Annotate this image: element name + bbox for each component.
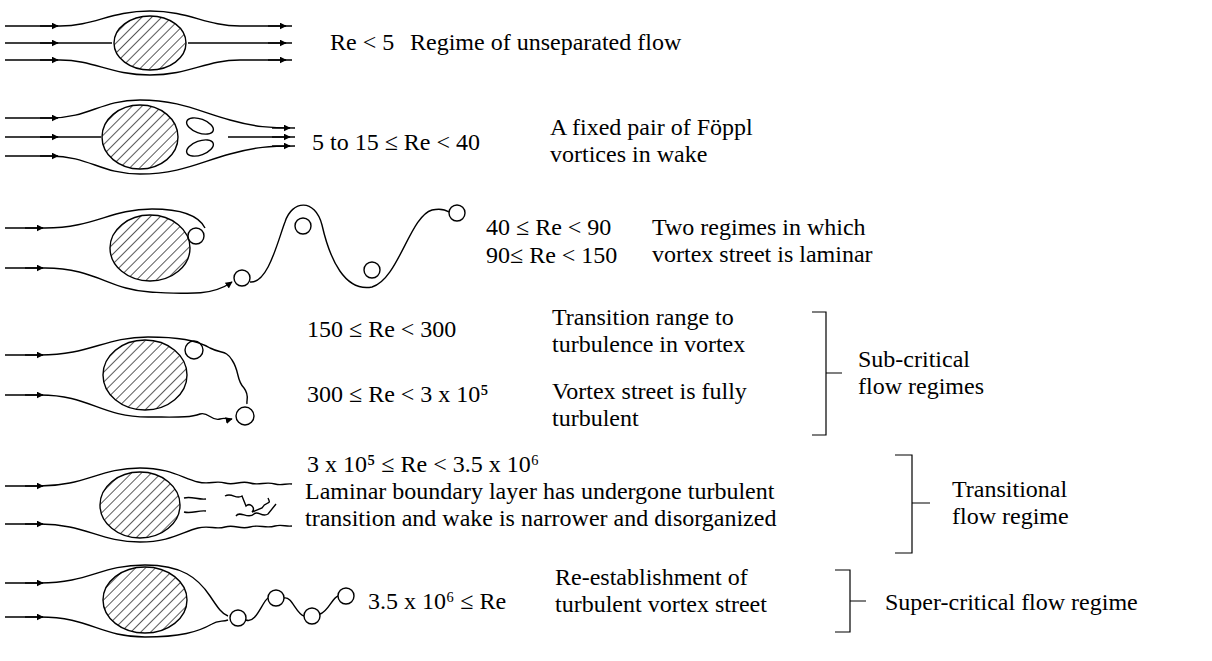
row-foppl [5, 100, 295, 174]
streamline [5, 42, 112, 43]
regime-description: Regime of unseparated flow [410, 29, 681, 56]
reynolds-range: 3 x 10⁵ ≤ Re < 3.5 x 10⁶ [307, 451, 539, 478]
reynolds-range: Re < 5 [330, 29, 394, 56]
vortex [230, 610, 246, 626]
flow-arrow [272, 127, 290, 128]
row-unseparated [5, 11, 292, 75]
flow-arrow [40, 155, 58, 156]
row-supercritical [5, 565, 354, 637]
foppl-vortex [184, 115, 215, 138]
regime-description: Laminar boundary layer has undergone tur… [305, 478, 825, 532]
vortex-street [246, 596, 338, 620]
regime-class: Sub-critical flow regimes [858, 346, 998, 400]
vortex [268, 590, 284, 606]
flow-arrow [268, 25, 286, 26]
flow-arrow [25, 227, 43, 228]
regime-class: Super-critical flow regime [885, 589, 1138, 616]
flow-arrow [40, 117, 58, 118]
regime-description: Transition range to turbulence in vortex [552, 304, 767, 358]
cylinder [103, 567, 187, 633]
cylinder [110, 215, 190, 281]
turbulent-wake [236, 504, 276, 516]
vortex [304, 608, 320, 624]
cylinder [114, 16, 186, 70]
reynolds-range: 300 ≤ Re < 3 x 10⁵ [307, 381, 489, 408]
regime-class: Transitional flow regime [952, 476, 1092, 530]
vortex [449, 205, 465, 221]
streamline [188, 42, 292, 43]
cylinder [103, 340, 187, 410]
vortex [236, 407, 254, 425]
row-laminar-street [5, 205, 465, 293]
flow-arrow [40, 25, 58, 26]
flow-arrow [268, 42, 286, 43]
turbulent-wake [225, 495, 269, 512]
reynolds-range: 90≤ Re < 150 [486, 242, 617, 269]
streamline [5, 136, 101, 137]
streamline [228, 136, 295, 137]
flow-arrow [40, 59, 58, 60]
vortex [338, 588, 354, 604]
reynolds-range: 40 ≤ Re < 90 [486, 214, 611, 241]
vortex-street [250, 205, 449, 287]
flow-arrow [25, 394, 43, 395]
bracket [895, 455, 930, 553]
cylinder [100, 472, 180, 538]
flow-arrow [25, 582, 43, 583]
vortex [234, 270, 250, 286]
vortex [295, 218, 311, 234]
flow-arrow [25, 267, 43, 268]
flow-arrow [272, 136, 290, 137]
streamlines [5, 11, 930, 637]
flow-arrow [40, 136, 58, 137]
flow-arrow [25, 523, 43, 524]
regime-description: Re-establishment of turbulent vortex str… [555, 564, 780, 618]
vortex [185, 341, 203, 359]
turbulent-wake [184, 511, 206, 513]
cylinder [102, 105, 178, 169]
regime-description: A fixed pair of Föppl vortices in wake [550, 114, 795, 168]
streamline [5, 268, 232, 293]
flow-arrow [268, 59, 286, 60]
flow-arrow [25, 616, 43, 617]
row-subcritical [5, 337, 254, 425]
reynolds-range: 3.5 x 10⁶ ≤ Re [368, 588, 506, 615]
flow-arrow [25, 485, 43, 486]
reynolds-range: 5 to 15 ≤ Re < 40 [312, 129, 480, 156]
flow-arrow [272, 145, 290, 146]
vortex [188, 228, 204, 244]
bracket [812, 312, 842, 435]
reynolds-range: 150 ≤ Re < 300 [307, 316, 456, 343]
flow-arrow [25, 354, 43, 355]
vortex [364, 262, 380, 278]
row-transitional [5, 468, 292, 542]
bracket [835, 570, 866, 632]
turbulent-wake [184, 497, 206, 499]
regime-description: Two regimes in which vortex street is la… [652, 214, 902, 268]
foppl-vortex [184, 137, 215, 160]
regime-description: Vortex street is fully turbulent [552, 378, 782, 432]
flow-arrow [40, 42, 58, 43]
